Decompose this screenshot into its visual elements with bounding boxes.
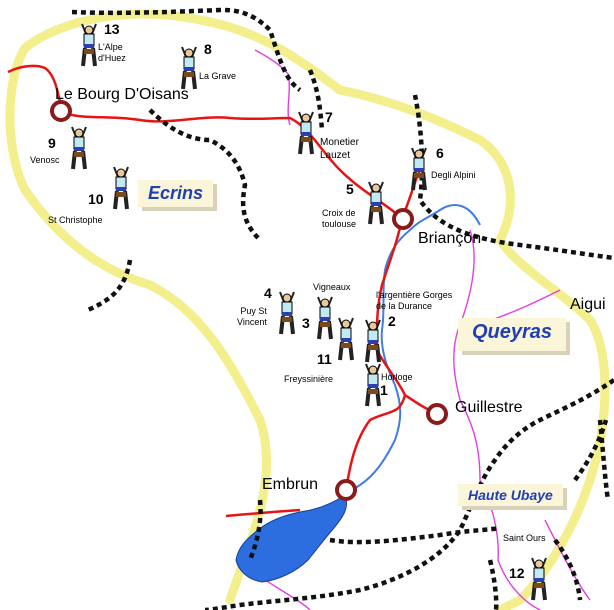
site-name: Saint Ours	[503, 533, 546, 543]
climber-icon[interactable]	[293, 110, 319, 156]
railway-line	[329, 525, 501, 545]
town-marker-icon	[50, 100, 72, 122]
site-name: Degli Alpini	[431, 170, 476, 180]
railway-line	[71, 7, 302, 92]
site-number: 9	[48, 135, 56, 151]
climber-icon[interactable]	[406, 146, 432, 192]
site-name: St Christophe	[48, 215, 103, 225]
railway-line	[307, 69, 325, 131]
climber-icon[interactable]	[312, 295, 338, 341]
site-number: 12	[509, 565, 525, 581]
climber-icon[interactable]	[176, 45, 202, 91]
railway-line	[148, 108, 262, 242]
site-number: 13	[104, 21, 120, 37]
site-name: Monetier Lauzet	[320, 137, 359, 161]
site-number: 6	[436, 145, 444, 161]
railway-line	[204, 378, 614, 610]
railway-line	[487, 559, 499, 610]
site-number: 4	[264, 285, 272, 301]
town-marker-icon	[426, 403, 448, 425]
climber-icon[interactable]	[363, 180, 389, 226]
region-label-queyras: Queyras	[458, 318, 567, 351]
town-marker-icon	[335, 479, 357, 501]
climber-icon[interactable]	[274, 290, 300, 336]
railway-line	[247, 499, 263, 561]
railway-line	[553, 538, 583, 601]
site-number: 8	[204, 41, 212, 57]
site-name: Venosc	[30, 155, 60, 165]
town-label-embrun: Embrun	[262, 476, 319, 493]
climber-icon[interactable]	[526, 556, 552, 602]
site-number: 1	[380, 382, 388, 398]
durance-river	[344, 204, 481, 496]
site-name: Croix de toulouse	[322, 208, 357, 230]
climber-icon[interactable]	[108, 165, 134, 211]
climber-icon[interactable]	[76, 22, 102, 68]
region-label-haute-ubaye: Haute Ubaye	[458, 484, 563, 506]
climber-icon[interactable]	[333, 316, 359, 362]
town-label-bourg-d-oisans: Le Bourg D'Oisans	[55, 86, 189, 103]
climber-icon[interactable]	[360, 362, 386, 408]
region-label-ecrins: Ecrins	[138, 180, 214, 207]
railway-line	[597, 419, 611, 501]
site-number: 3	[302, 315, 310, 331]
site-name: Puy St Vincent	[237, 306, 267, 328]
railway-line	[87, 259, 133, 313]
railway-line	[412, 94, 614, 261]
pink-road	[544, 519, 591, 601]
site-name: Freyssinière	[284, 374, 334, 384]
site-name: Vigneaux	[313, 282, 351, 292]
site-name: La Grave	[199, 71, 237, 81]
pink-road	[254, 49, 291, 126]
site-number: 7	[325, 109, 333, 125]
town-label-guillestre: Guillestre	[455, 399, 523, 416]
site-number: 5	[346, 181, 354, 197]
town-marker-icon	[392, 208, 414, 230]
site-number: 10	[88, 191, 104, 207]
town-label-briancon: Briançon	[418, 230, 482, 247]
pink-road	[453, 229, 541, 610]
site-name: Horloge	[381, 372, 413, 382]
town-label-aigui: Aigui	[570, 296, 606, 313]
site-number: 2	[388, 313, 396, 329]
site-number: 11	[317, 351, 332, 367]
climber-icon[interactable]	[360, 318, 386, 364]
site-name: l'argentière Gorges de la Durance	[376, 290, 453, 312]
park-boundary	[5, 9, 610, 610]
climber-icon[interactable]	[66, 125, 92, 171]
site-name: L'Alpe d'Huez	[98, 42, 126, 64]
lake-serre-poncon	[235, 494, 348, 583]
